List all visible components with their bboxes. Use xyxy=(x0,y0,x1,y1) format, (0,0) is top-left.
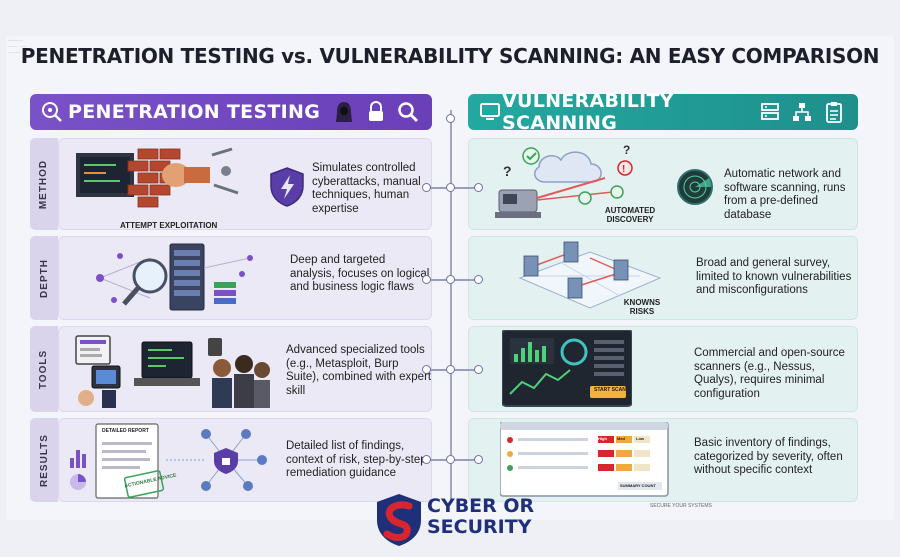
page-title: PENETRATION TESTING vs. VULNERABILITY SC… xyxy=(20,44,880,68)
row-label-method: METHOD xyxy=(30,138,58,230)
logo-text: CYBER OR SECURITY xyxy=(427,496,534,538)
node-tools-center xyxy=(446,365,455,374)
connector-method-left xyxy=(424,187,450,189)
detailed-report-illustration xyxy=(70,423,267,499)
cloud-scan-discovery-icon: ! ? ? xyxy=(495,143,633,218)
radar-icon xyxy=(677,169,713,205)
svg-text:?: ? xyxy=(503,163,512,179)
code-background-decoration: ──────── ────── xyxy=(8,38,27,56)
svg-text:?: ? xyxy=(623,143,630,157)
method-left-text: Simulates controlled cyberattacks, manua… xyxy=(312,162,421,215)
magnifier-icon xyxy=(396,100,420,124)
known-risks-caption: KNOWNS RISKS xyxy=(623,298,661,316)
logo-line-1: CYBER OR xyxy=(427,495,535,517)
findings-inventory-list xyxy=(500,422,669,497)
expert-team-illustration xyxy=(75,335,270,408)
shield-lightning-icon xyxy=(270,167,304,207)
method-right-text: Automatic network and software scanning,… xyxy=(724,168,846,221)
cyber-or-security-logo: CYBER OR SECURITY xyxy=(375,490,575,552)
penetration-testing-title: PENETRATION TESTING xyxy=(68,101,321,123)
attempt-exploitation-caption: ATTEMPT EXPLOITATION xyxy=(120,221,218,230)
scanner-dashboard-icon xyxy=(502,330,632,407)
server-icon xyxy=(758,100,782,124)
node-results-right xyxy=(474,455,483,464)
padlock-icon xyxy=(364,100,388,124)
depth-left-panel xyxy=(58,236,432,320)
connector-method-right xyxy=(452,187,478,189)
node-depth-left xyxy=(422,275,431,284)
start-scan-button-label: START SCAN xyxy=(594,387,626,393)
monitor-icon xyxy=(478,100,502,124)
node-method-center xyxy=(446,183,455,192)
hacker-icon xyxy=(332,100,356,124)
severity-med-tag: Med xyxy=(617,436,625,441)
shield-logo-icon xyxy=(377,494,421,546)
node-depth-right xyxy=(474,275,483,284)
network-survey-illustration xyxy=(518,241,662,309)
clipboard-icon xyxy=(822,100,846,124)
node-tools-left xyxy=(422,365,431,374)
penetration-testing-header: PENETRATION TESTING xyxy=(30,94,432,130)
node-depth-center xyxy=(446,275,455,284)
depth-right-panel xyxy=(468,236,858,320)
detailed-report-caption: DETAILED REPORT xyxy=(102,428,149,434)
depth-right-text: Broad and general survey, limited to kno… xyxy=(696,257,852,296)
severity-high-tag: High xyxy=(598,436,607,441)
severity-low-tag: Low xyxy=(636,436,644,441)
row-label-tools: TOOLS xyxy=(30,326,58,412)
node-results-center xyxy=(446,455,455,464)
depth-left-text: Deep and targeted analysis, focuses on l… xyxy=(290,254,430,293)
node-results-left xyxy=(422,455,431,464)
row-label-results: RESULTS xyxy=(30,418,58,502)
network-icon xyxy=(790,100,814,124)
tools-left-text: Advanced specialized tools (e.g., Metasp… xyxy=(286,344,432,397)
node-method-right xyxy=(474,183,483,192)
comparison-spine xyxy=(450,110,452,500)
row-label-depth: DEPTH xyxy=(30,236,58,320)
automated-discovery-caption: AUTOMATED DISCOVERY xyxy=(604,206,656,224)
vulnerability-scanning-header: VULNERABILITY SCANNING xyxy=(468,90,858,134)
tools-right-text: Commercial and open-source scanners (e.g… xyxy=(694,347,845,400)
search-shield-icon xyxy=(40,100,64,124)
node-method-left xyxy=(422,183,431,192)
footer-note: SECURE YOUR SYSTEMS xyxy=(650,503,712,509)
summary-count-caption: SUMMARY COUNT xyxy=(620,483,656,488)
vulnerability-scanning-title: VULNERABILITY SCANNING xyxy=(502,90,674,134)
node-tools-right xyxy=(474,365,483,374)
brick-wall-exploit-icon xyxy=(76,147,239,208)
results-left-text: Detailed list of findings, context of ri… xyxy=(286,440,427,479)
node-top xyxy=(446,114,455,123)
logo-line-2: SECURITY xyxy=(427,516,532,538)
results-right-text: Basic inventory of findings, categorized… xyxy=(694,437,843,476)
svg-text:!: ! xyxy=(622,164,625,175)
deep-analysis-illustration xyxy=(96,243,253,311)
